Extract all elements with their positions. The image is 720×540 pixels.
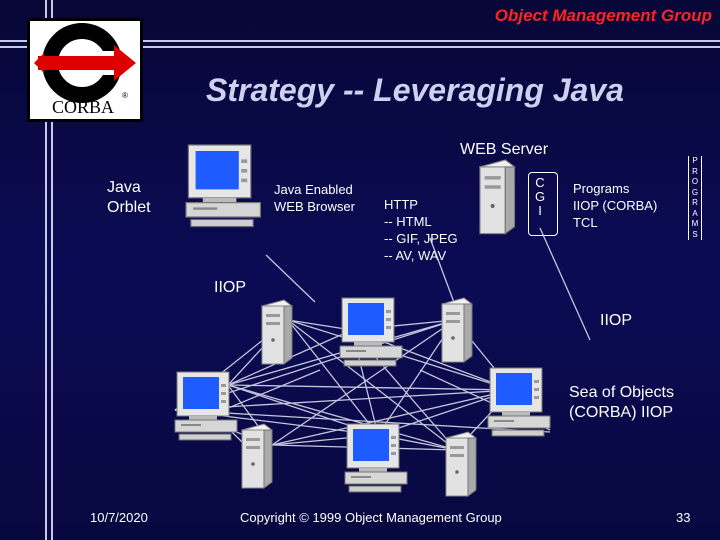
- frame-line-top-1: [0, 40, 720, 42]
- network-computer-2: [174, 371, 238, 441]
- network-server-3: [241, 423, 273, 489]
- network-server-4: [445, 431, 477, 497]
- network-server-1: [261, 299, 293, 365]
- java-orblet-label: Java Orblet: [107, 179, 151, 216]
- network-computer-1: [339, 297, 403, 367]
- programs-vertical-label: P R O G R A M S: [688, 156, 702, 240]
- footer-copyright: Copyright © 1999 Object Management Group: [240, 510, 502, 525]
- iiop-left-label: IIOP: [214, 279, 247, 296]
- logo-registered-mark: ®: [122, 91, 128, 100]
- slide-title: Strategy -- Leveraging Java: [206, 72, 624, 108]
- corba-logo: CORBA ®: [27, 18, 143, 122]
- sea-of-objects-label: Sea of Objects (CORBA) IIOP: [569, 384, 674, 421]
- frame-line-left-1: [45, 0, 47, 540]
- logo-text: CORBA: [52, 97, 115, 117]
- web-browser-computer: [185, 144, 261, 228]
- http-list: HTTP -- HTML -- GIF, JPEG -- AV, WAV: [384, 197, 458, 263]
- network-computer-3: [487, 367, 551, 437]
- footer-date: 10/7/2020: [90, 510, 148, 525]
- cgi-box: [528, 172, 558, 236]
- frame-line-top-2: [0, 46, 720, 48]
- iiop-right-label: IIOP: [600, 312, 633, 329]
- cgi-label: C G I: [534, 175, 546, 218]
- corba-logo-icon: [34, 23, 136, 103]
- network-computer-4: [344, 423, 408, 493]
- network-server-2: [441, 297, 473, 363]
- web-server-label: WEB Server: [460, 141, 549, 158]
- programs-label: Programs IIOP (CORBA) TCL: [573, 181, 658, 230]
- frame-line-left-2: [51, 0, 53, 540]
- java-browser-label: Java Enabled WEB Browser: [274, 182, 355, 214]
- footer-page-number: 33: [676, 510, 691, 525]
- org-name: Object Management Group: [494, 6, 712, 25]
- web-server-tower: [479, 159, 516, 235]
